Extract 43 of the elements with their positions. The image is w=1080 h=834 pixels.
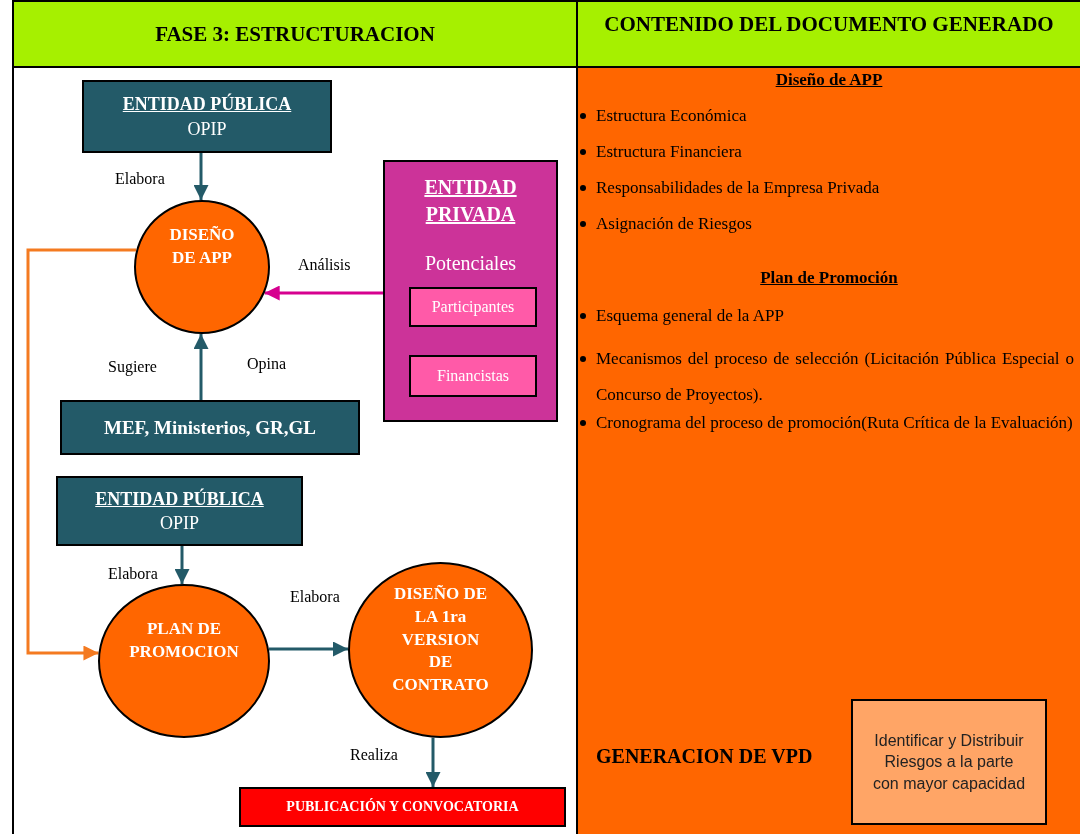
node-text: Potenciales (424, 251, 517, 276)
heading-text: ENTIDAD PÚBLICA (95, 487, 264, 511)
line-label: Opina (247, 355, 287, 373)
bullet-text: Cronograma del proceso de promoción(Ruta Crítica de la Evaluación) (596, 413, 1073, 432)
bullet-text: Asignación de Riesgos (596, 214, 752, 233)
process-box (56, 476, 303, 546)
node-text: DISEÑO DE LA 1ra VERSION DE CONTRATO (391, 582, 490, 697)
bullet-text: Responsabilidades de la Empresa Privada (596, 178, 880, 197)
arrow (174, 546, 190, 584)
section-label: GENERACION DE VPD (596, 745, 813, 768)
node-text: PUBLICACIÓN Y CONVOCATORIA (286, 797, 519, 816)
node-text: Financistas (437, 366, 509, 387)
arrow (268, 641, 348, 657)
process-box (409, 287, 537, 327)
heading-text: ENTIDAD PRIVADA (423, 175, 518, 227)
section-heading: Plan de Promoción (759, 268, 899, 288)
process-box (409, 355, 537, 397)
arrow (193, 334, 209, 400)
arrow (264, 285, 383, 301)
header-text: CONTENIDO DEL DOCUMENTO GENERADO (603, 12, 1055, 37)
arrow (26, 248, 137, 661)
node-text: MEF, Ministerios, GR,GL (104, 415, 316, 440)
node-text: DISEÑO DE APP (168, 224, 236, 269)
header-text: FASE 3: ESTRUCTURACION (154, 22, 436, 47)
arrow (193, 153, 209, 200)
node-text: OPIP (187, 117, 227, 141)
node-text: PLAN DE PROMOCION (128, 618, 240, 663)
bullet-text: Mecanismos del proceso de selección (Licitación Pública Especial o Concurso de Proyectos). (596, 349, 1074, 404)
node-text: Participantes (431, 297, 515, 318)
section-heading: Diseño de APP (774, 70, 884, 90)
process-box (60, 400, 360, 455)
process-box (239, 787, 566, 827)
arrow (425, 737, 441, 787)
node-text: Identificar y Distribuir Riesgos a la parte con mayor capacidad (871, 730, 1027, 794)
bullet-text: Estructura Financiera (596, 142, 742, 161)
process-box (383, 160, 558, 422)
bullet-text: Estructura Económica (596, 106, 747, 125)
node-text: OPIP (160, 512, 199, 535)
process-box (82, 80, 332, 153)
bullet-text: Esquema general de la APP (596, 306, 784, 325)
process-box (851, 699, 1047, 825)
heading-text: ENTIDAD PÚBLICA (122, 92, 292, 117)
line-label: Sugiere (108, 358, 157, 376)
